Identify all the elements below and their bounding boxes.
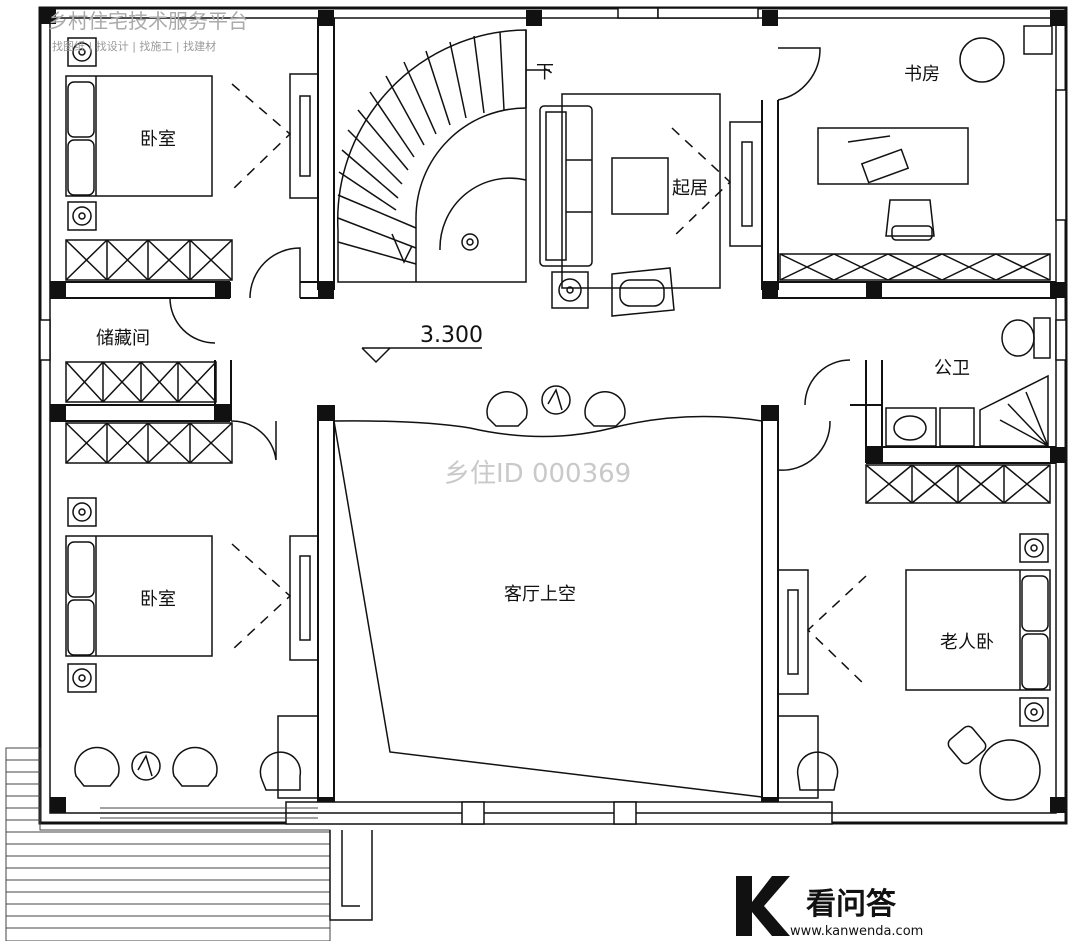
windows (39, 7, 1067, 825)
elevation-label: 3.300 (420, 323, 483, 348)
closets (65, 239, 1051, 504)
entrance-steps (329, 830, 373, 921)
bed-nw (65, 37, 213, 231)
study-furniture (817, 25, 1053, 241)
platform-tags-watermark: 找图纸 | 找设计 | 找施工 | 找建材 (52, 39, 216, 53)
void-label: 客厅上空 (504, 584, 576, 605)
logo-name: 看问答 (806, 887, 897, 922)
bedroom-nw-label: 卧室 (140, 129, 176, 150)
elder-bedroom-label: 老人卧 (940, 632, 994, 653)
logo-url: www.kanwenda.com (790, 924, 923, 939)
living-void (333, 415, 763, 798)
spiral-stair (336, 29, 550, 283)
doors (169, 47, 851, 471)
elevation-marker (361, 347, 482, 364)
bathroom-fixtures (885, 317, 1051, 447)
living-label: 起居 (672, 178, 708, 199)
plan-id-watermark: 乡住ID 000369 (444, 459, 631, 489)
tv-units (231, 73, 867, 695)
stair-label: 下 (536, 62, 554, 83)
storage-label: 储藏间 (96, 328, 150, 349)
k-logo-icon (736, 876, 790, 936)
bed-elder (905, 533, 1051, 727)
bathroom-label: 公卫 (934, 358, 970, 379)
living-furniture (539, 93, 721, 317)
bed-sw (65, 497, 213, 693)
bedroom-sw-label: 卧室 (140, 589, 176, 610)
lounge-chairs (74, 385, 1041, 801)
columns (40, 8, 1066, 813)
platform-watermark: 乡村住宅技术服务平台 (48, 9, 248, 33)
study-label: 书房 (904, 64, 940, 85)
site-logo: 看问答 www.kanwenda.com (736, 876, 923, 939)
